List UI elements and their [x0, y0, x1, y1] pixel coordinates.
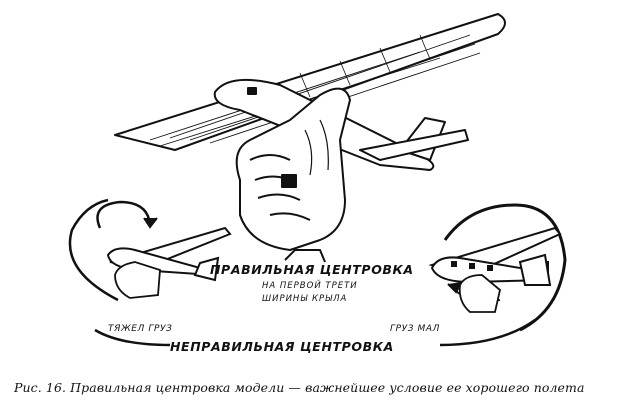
correct-balance-line2: ШИРИНЫ КРЫЛА	[262, 294, 347, 304]
correct-balance-title: ПРАВИЛЬНАЯ ЦЕНТРОВКА	[210, 262, 414, 277]
light-load-label: ГРУЗ МАЛ	[390, 324, 440, 334]
figure-illustration	[0, 0, 640, 370]
figure-caption: Рис. 16. Правильная центровка модели — в…	[14, 380, 585, 395]
heavy-load-label: ТЯЖЕЛ ГРУЗ	[108, 324, 172, 334]
incorrect-balance-title: НЕПРАВИЛЬНАЯ ЦЕНТРОВКА	[170, 339, 394, 354]
left-circle-diagram	[70, 200, 230, 300]
right-circle-diagram	[432, 205, 565, 330]
correct-balance-line1: НА ПЕРВОЙ ТРЕТИ	[262, 281, 358, 291]
